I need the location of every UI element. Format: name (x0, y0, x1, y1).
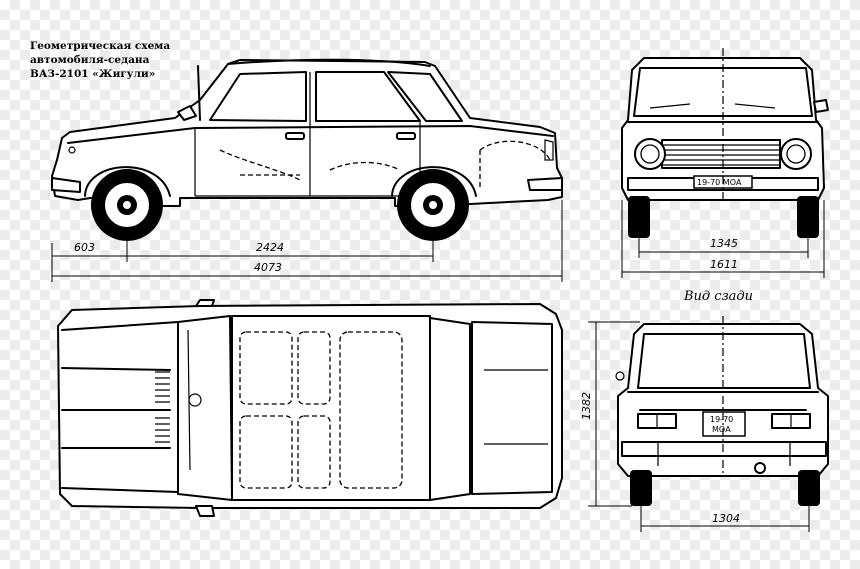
rear-plate-top: 19-70 (710, 415, 733, 424)
top-body-outline (57, 303, 563, 509)
rear-bumper (621, 441, 827, 457)
dim-overall-width: 1611 (710, 258, 738, 271)
dim-rear-track: 1304 (712, 512, 740, 525)
top-rear-window (429, 317, 471, 501)
front-view: 19-70 МОА (621, 48, 829, 238)
rear-window (637, 333, 811, 389)
dim-overall-length: 4073 (254, 261, 282, 274)
rear-plate-bottom: МОА (712, 425, 731, 434)
front-dimensions: 1345 1611 (621, 200, 825, 278)
side-mirror-icon (177, 105, 197, 121)
rear-bumper-side (527, 177, 563, 191)
dim-front-track: 1345 (710, 237, 738, 250)
front-mirror-icon (813, 99, 829, 113)
rear-wheel-icon (397, 169, 469, 241)
rear-left-tire (630, 470, 652, 506)
front-bumper-side (51, 177, 81, 193)
dim-wheelbase: 2424 (256, 241, 284, 254)
front-grille (661, 139, 781, 169)
front-headlight-left-icon (634, 138, 666, 170)
top-view (57, 299, 563, 517)
front-seat-left (239, 331, 293, 405)
front-seat-right (239, 415, 293, 489)
top-mirror-icon (195, 505, 215, 517)
title-line-1: Геометрическая схема (30, 40, 170, 52)
side-dimensions: 603 2424 4073 (51, 200, 563, 282)
rear-view: Вид сзади 19-70 МОА (615, 289, 829, 506)
front-right-tire (797, 196, 819, 238)
side-window-front (209, 71, 307, 122)
front-left-tire (628, 196, 650, 238)
title-line-3: ВАЗ-2101 «Жигули» (30, 68, 155, 80)
title-block: Геометрическая схема автомобиля-седана В… (30, 40, 170, 80)
front-plate-text: 19-70 МОА (697, 178, 742, 187)
rear-seat (339, 331, 403, 489)
exhaust-icon (754, 462, 766, 474)
side-view (51, 58, 563, 241)
title-line-2: автомобиля-седана (30, 54, 150, 66)
dim-front-overhang: 603 (74, 241, 95, 254)
front-wheel-icon (91, 169, 163, 241)
side-window-rear (315, 71, 421, 122)
rear-view-caption: Вид сзади (683, 289, 753, 304)
front-headlight-right-icon (780, 138, 812, 170)
rear-right-tire (798, 470, 820, 506)
top-windshield (177, 315, 233, 501)
rear-dimensions: 1382 1304 (580, 321, 810, 532)
dim-height: 1382 (580, 392, 593, 420)
